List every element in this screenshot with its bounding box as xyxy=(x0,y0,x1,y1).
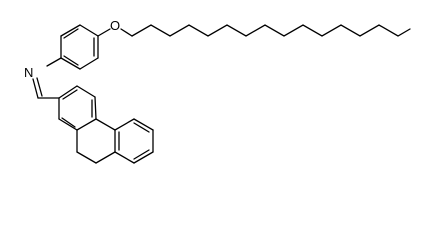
phenylene-ring xyxy=(60,24,99,70)
dihydrophenanthrene-ring-c xyxy=(76,118,116,164)
alkyl-chain xyxy=(131,24,411,37)
ether-linkage: O xyxy=(97,18,133,37)
dihydrophenanthrene-ring-b xyxy=(58,85,97,131)
dihydrophenanthrene-ring-d xyxy=(114,118,154,164)
chemical-structure: O N xyxy=(24,18,411,164)
nitrogen-atom-label: N xyxy=(24,65,33,80)
oxygen-atom-label: O xyxy=(110,18,120,33)
imine-linkage: N xyxy=(24,57,62,99)
